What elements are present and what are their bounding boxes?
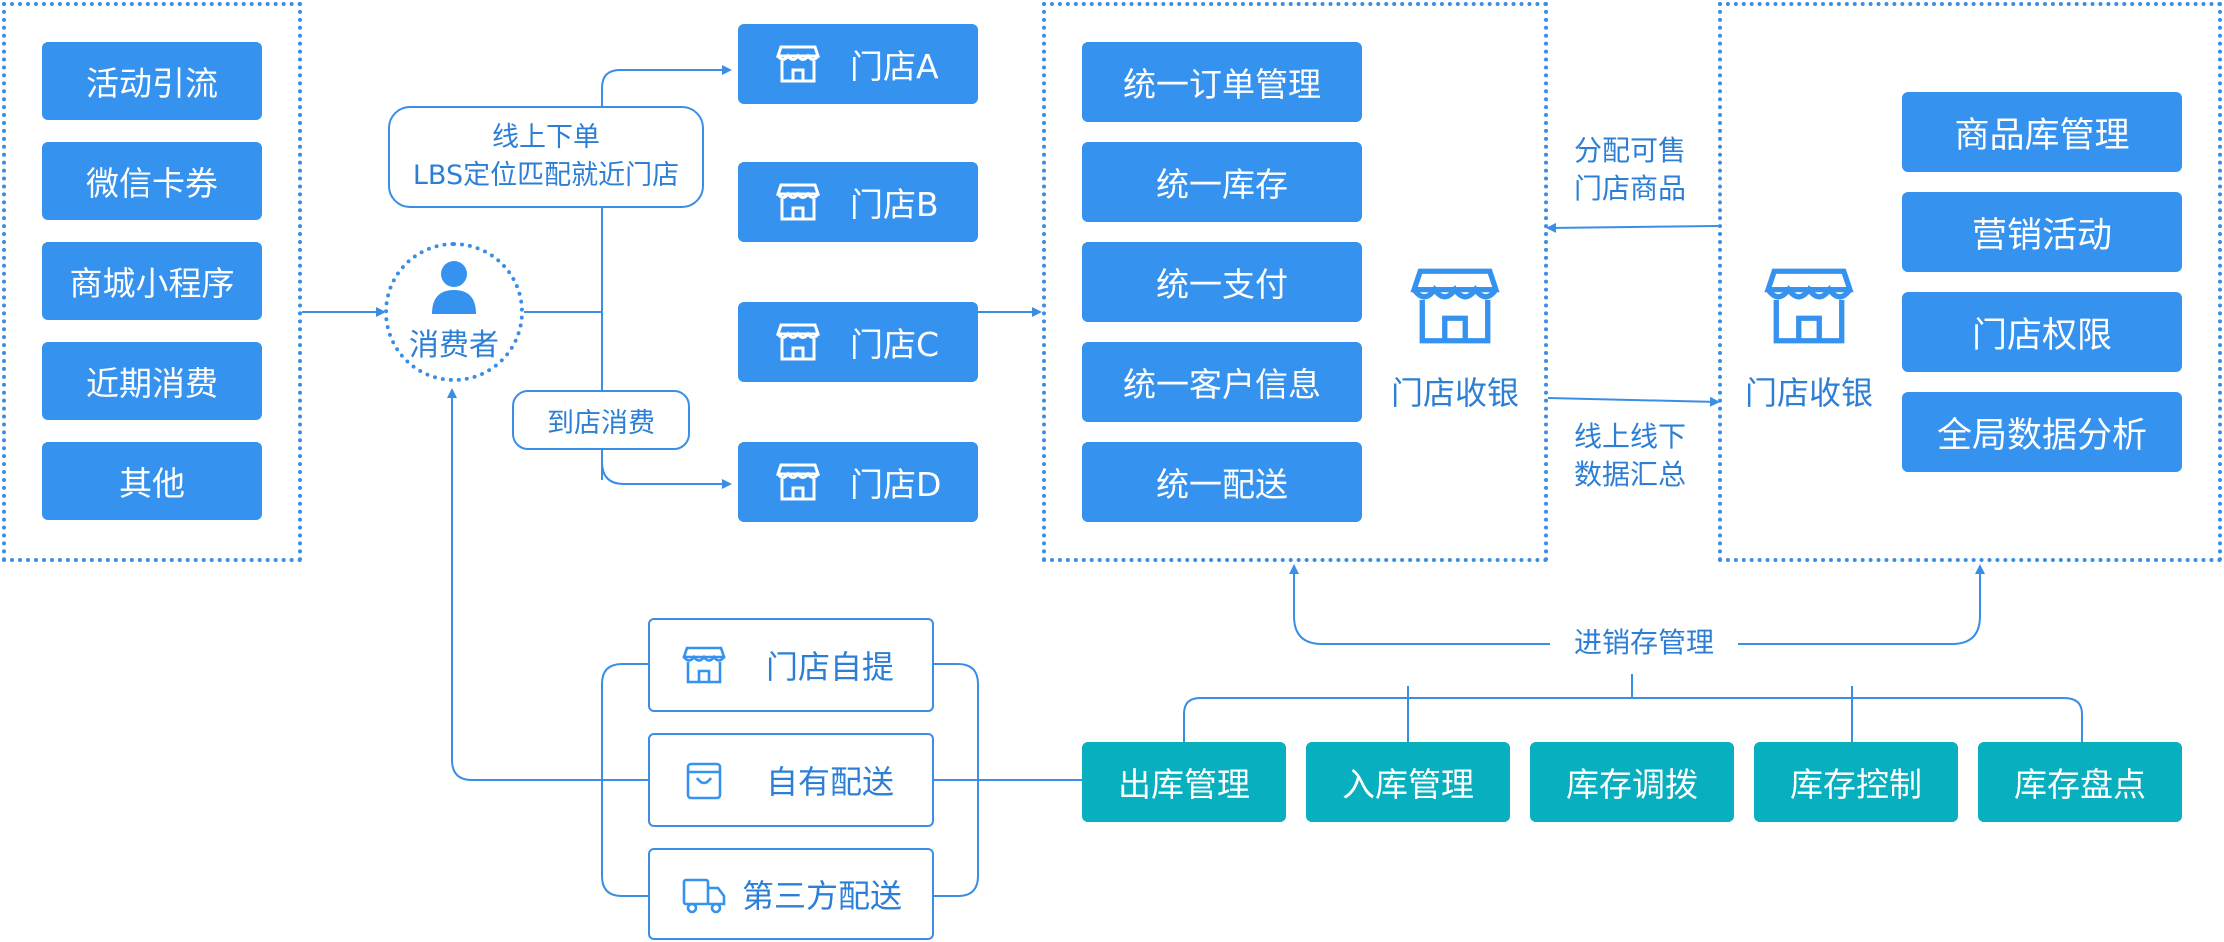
unified-item[interactable]: 统一支付 [1082,242,1362,322]
store-a[interactable]: 门店A [738,24,978,104]
delivery-label: 第三方配送 [742,877,903,915]
in-store-label: 到店消费 [547,407,655,439]
unified-item[interactable]: 统一库存 [1082,142,1362,222]
store-icon [776,463,820,501]
store-icon [1764,268,1854,344]
online-order-line2: LBS定位匹配就近门店 [412,160,680,191]
hq-panel [1718,2,2222,562]
store-icon [776,45,820,83]
inventory-op[interactable]: 入库管理 [1306,742,1510,822]
online-order-line1: 线上下单 [492,122,600,154]
store-label: 门店B [850,185,939,224]
hq-item[interactable]: 营销活动 [1902,192,2182,272]
channel-item[interactable]: 近期消费 [42,342,262,420]
channels-panel [2,2,302,562]
unified-item[interactable]: 统一配送 [1082,442,1362,522]
delivery-third-party[interactable]: 第三方配送 [648,848,934,940]
store-icon [1410,268,1500,344]
allocate-line1: 分配可售 [1573,134,1686,167]
store-d[interactable]: 门店D [738,442,978,522]
inventory-op[interactable]: 出库管理 [1082,742,1286,822]
unified-item[interactable]: 统一订单管理 [1082,42,1362,122]
store-label: 门店A [850,47,939,86]
unified-item[interactable]: 统一客户信息 [1082,342,1362,422]
consumer-label: 消费者 [409,328,499,363]
channel-item[interactable]: 其他 [42,442,262,520]
hq-item[interactable]: 门店权限 [1902,292,2182,372]
aggregate-line2: 数据汇总 [1573,457,1686,491]
channel-item[interactable]: 微信卡券 [42,142,262,220]
store-label: 门店C [850,325,940,364]
store-icon [682,646,726,684]
inventory-label: 进销存管理 [1550,624,1738,662]
aggregate-label: 线上线下 数据汇总 [1560,418,1700,494]
delivery-own[interactable]: 自有配送 [648,733,934,827]
channel-item[interactable]: 商城小程序 [42,242,262,320]
online-order-bubble: 线上下单 LBS定位匹配就近门店 [388,106,704,208]
aggregate-line1: 线上线下 [1573,420,1686,453]
store-icon [776,323,820,361]
store-icon [776,183,820,221]
hq-item[interactable]: 全局数据分析 [1902,392,2182,472]
truck-icon [682,878,726,914]
allocate-label: 分配可售 门店商品 [1560,132,1700,208]
allocate-line2: 门店商品 [1573,171,1686,205]
hq-item[interactable]: 商品库管理 [1902,92,2182,172]
channel-item[interactable]: 活动引流 [42,42,262,120]
bag-icon [686,762,722,800]
inventory-op[interactable]: 库存盘点 [1978,742,2182,822]
store-label: 门店D [850,465,942,504]
consumer-node: 消费者 [384,242,524,382]
unified-panel [1042,2,1548,562]
delivery-label: 自有配送 [766,763,895,801]
store-c[interactable]: 门店C [738,302,978,382]
pos-label: 门店收银 [1390,374,1519,412]
store-b[interactable]: 门店B [738,162,978,242]
delivery-label: 门店自提 [766,648,895,686]
delivery-pickup[interactable]: 门店自提 [648,618,934,712]
pos-label: 门店收银 [1744,374,1873,412]
inventory-op[interactable]: 库存控制 [1754,742,1958,822]
in-store-bubble: 到店消费 [512,390,690,450]
inventory-op[interactable]: 库存调拨 [1530,742,1734,822]
user-icon [432,261,476,314]
